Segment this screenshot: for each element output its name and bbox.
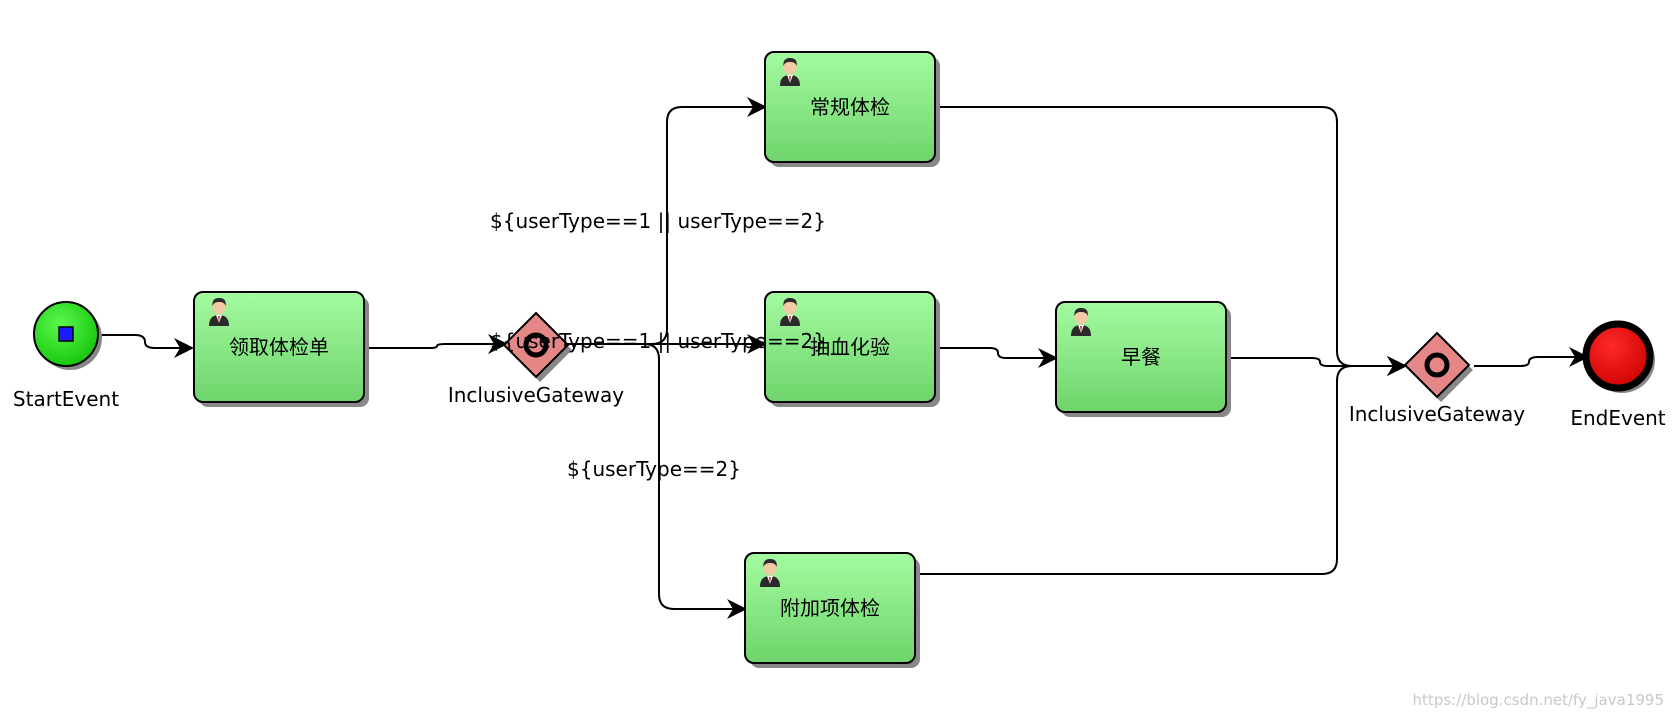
task-breakfast[interactable]: 早餐: [1055, 301, 1231, 417]
flow-extra-to-join: [918, 356, 1407, 575]
start-marker-icon: [58, 326, 74, 342]
gateway-join-label: InclusiveGateway: [1349, 402, 1525, 426]
task-routine-exam[interactable]: 常规体检: [764, 51, 940, 167]
gateway-join[interactable]: InclusiveGateway: [1349, 331, 1525, 426]
task-label: 早餐: [1121, 345, 1161, 369]
flow-receive-to-split: [367, 334, 508, 354]
task-label: 常规体检: [810, 95, 890, 119]
condition-label-blood: ${userType==1 || userType==2}: [490, 329, 826, 353]
flow-start-to-receive: [95, 334, 194, 358]
condition-label-extra: ${userType==2}: [567, 457, 741, 481]
inclusive-circle-icon: [1424, 352, 1450, 378]
flow-split-to-extra: [560, 343, 747, 619]
gateway-split-label: InclusiveGateway: [448, 383, 624, 407]
gateway-split[interactable]: InclusiveGateway: [448, 311, 624, 407]
flow-breakfast-to-join: [1230, 356, 1407, 376]
task-label: 领取体检单: [229, 335, 329, 359]
sequence-flows: [95, 97, 1589, 619]
condition-label-routine: ${userType==1 || userType==2}: [490, 209, 826, 233]
end-event-label: EndEvent: [1570, 406, 1665, 430]
inclusive-circle-icon: [523, 332, 549, 358]
task-receive-form[interactable]: 领取体检单: [193, 291, 369, 407]
watermark: https://blog.csdn.net/fy_java1995: [1413, 691, 1664, 710]
task-label: 抽血化验: [810, 335, 890, 359]
task-extra-exam[interactable]: 附加项体检: [744, 552, 920, 668]
start-event[interactable]: StartEvent: [13, 301, 119, 411]
task-blood-test[interactable]: 抽血化验: [764, 291, 940, 407]
flow-blood-to-breakfast: [939, 347, 1058, 368]
task-label: 附加项体检: [780, 596, 880, 620]
end-event[interactable]: EndEvent: [1570, 320, 1666, 430]
flow-join-to-end: [1474, 347, 1589, 367]
start-event-label: StartEvent: [13, 387, 119, 411]
